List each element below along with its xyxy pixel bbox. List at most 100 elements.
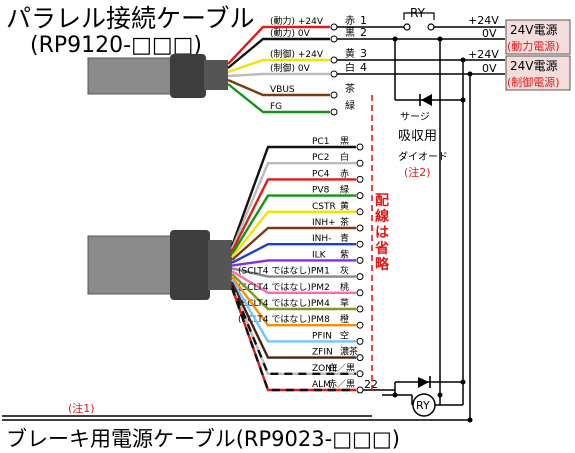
terminal bbox=[330, 91, 338, 99]
cable-title: パラレル接続ケーブル bbox=[6, 4, 255, 33]
signal-cable-sleeve bbox=[170, 230, 210, 300]
signal-wire-line bbox=[231, 210, 356, 258]
signal-wire-label: (SCLT4 ではなし)PM4 bbox=[238, 298, 330, 309]
signal-wire-label: PC4 bbox=[312, 169, 330, 179]
signal-wire-color: 緑 bbox=[340, 184, 349, 196]
signal-wire-color: 青 bbox=[340, 232, 349, 244]
power-wire-color: 緑 bbox=[345, 99, 355, 112]
signal-wire-color: 黄 bbox=[340, 200, 349, 212]
signal-wire-label: PV8 bbox=[312, 186, 330, 196]
signal-cable-jacket bbox=[87, 235, 179, 295]
power-wire-label: (制御) +24V bbox=[270, 48, 324, 60]
power-wire-color: 赤 bbox=[345, 15, 355, 27]
signal-wire-color: 濃茶 bbox=[340, 346, 358, 358]
signal-wire-line bbox=[230, 281, 356, 359]
signal-wire: INH+茶 bbox=[231, 216, 364, 261]
signal-wire-line bbox=[230, 162, 356, 250]
power-wire: FG 緑 bbox=[227, 83, 355, 116]
signal-wire-stripe bbox=[230, 284, 356, 375]
supply-power: +24V 0V 24V電源 (動力電源) bbox=[468, 14, 571, 55]
diode-label-2: 吸収用 bbox=[398, 129, 437, 144]
supply-control-sub: (制御電源) bbox=[507, 75, 560, 89]
signal-wire-label: (SCLT4 ではなし)PM1 bbox=[238, 266, 330, 277]
signal-wire-line bbox=[231, 276, 356, 327]
terminal bbox=[356, 321, 364, 329]
terminal-number: 4 bbox=[360, 61, 367, 74]
signal-wire: PFIN 空 bbox=[230, 278, 364, 345]
signal-wire-label: ZONE bbox=[312, 364, 338, 374]
terminal-number: 3 bbox=[360, 47, 367, 60]
terminal bbox=[356, 289, 364, 297]
svg-text:配線は省略: 配線は省略 bbox=[374, 193, 390, 273]
supply-control: +24V 0V 24V電源 (制御電源) bbox=[468, 48, 571, 91]
omitted-label: 配線は省略 bbox=[374, 193, 390, 273]
signal-wire-label: INH- bbox=[312, 234, 331, 244]
signal-wire-line bbox=[230, 194, 356, 256]
relay-contact: RY bbox=[372, 6, 505, 31]
power-wire-label: (制御) 0V bbox=[270, 62, 311, 74]
terminal bbox=[356, 370, 364, 378]
power-wire-label: (動力) 0V bbox=[270, 27, 311, 39]
signal-cable bbox=[87, 230, 232, 300]
signal-wire-label: ZFIN bbox=[312, 348, 333, 358]
signal-wire-label: ILK bbox=[312, 250, 327, 260]
terminal-number: 2 bbox=[360, 26, 367, 39]
signal-wire-color: 赤 bbox=[340, 168, 349, 179]
terminal bbox=[356, 192, 364, 200]
terminal bbox=[356, 273, 364, 281]
power-wire-line bbox=[227, 78, 330, 97]
power-wire-line bbox=[227, 58, 330, 74]
relay-coil-circuit: RY bbox=[382, 376, 466, 417]
signal-cable-ferrule bbox=[208, 240, 232, 290]
signal-wire-color: 茶 bbox=[340, 216, 349, 228]
signal-wire-color: 白／黒 bbox=[328, 362, 355, 374]
terminal bbox=[330, 56, 338, 64]
power-wire-color: 茶 bbox=[345, 82, 355, 95]
supply-lines bbox=[372, 36, 505, 420]
diode-note: (注2) bbox=[404, 165, 431, 179]
signal-wire-color: 白 bbox=[340, 151, 349, 163]
signal-wire: (SCLT4 ではなし)PM4 草 bbox=[231, 273, 364, 313]
power-wire-color: 黒 bbox=[345, 27, 355, 39]
signal-wire-label: PFIN bbox=[312, 331, 332, 341]
terminal bbox=[330, 70, 338, 78]
power-wire-label: FG bbox=[270, 102, 282, 112]
terminal bbox=[356, 354, 364, 362]
signal-wire-line bbox=[231, 243, 356, 264]
terminal bbox=[356, 386, 364, 394]
diode-label-1: サージ bbox=[400, 111, 430, 123]
terminal bbox=[330, 23, 338, 31]
signal-wire-color: 空 bbox=[340, 329, 349, 341]
brake-cable-lines bbox=[2, 415, 473, 423]
terminal bbox=[356, 224, 364, 232]
signal-wire-color: 紫 bbox=[340, 249, 349, 260]
signal-wire: PC4 赤 bbox=[230, 168, 364, 253]
signal-wire-line bbox=[231, 273, 356, 311]
power-wire-line bbox=[227, 83, 330, 114]
signal-wire-line bbox=[230, 287, 356, 392]
signal-wire: INH- 青 bbox=[231, 232, 364, 264]
signal-wire-color: 草 bbox=[340, 297, 349, 309]
signal-wire-label: ALM bbox=[312, 380, 331, 390]
supply-control-name: 24V電源 bbox=[510, 59, 557, 73]
signal-wire-label: PC1 bbox=[312, 137, 329, 147]
relay-coil-label: RY bbox=[416, 399, 430, 412]
note-1: (注1) bbox=[68, 401, 95, 415]
cable-subtitle: (RP9120-□□□) bbox=[30, 33, 202, 58]
signal-wire-line bbox=[230, 145, 356, 247]
power-cable-jacket bbox=[87, 57, 179, 95]
terminal bbox=[356, 208, 364, 216]
power-wire-color: 白 bbox=[345, 61, 355, 74]
terminal bbox=[330, 108, 338, 116]
signal-wire-color: 桃 bbox=[340, 281, 349, 293]
